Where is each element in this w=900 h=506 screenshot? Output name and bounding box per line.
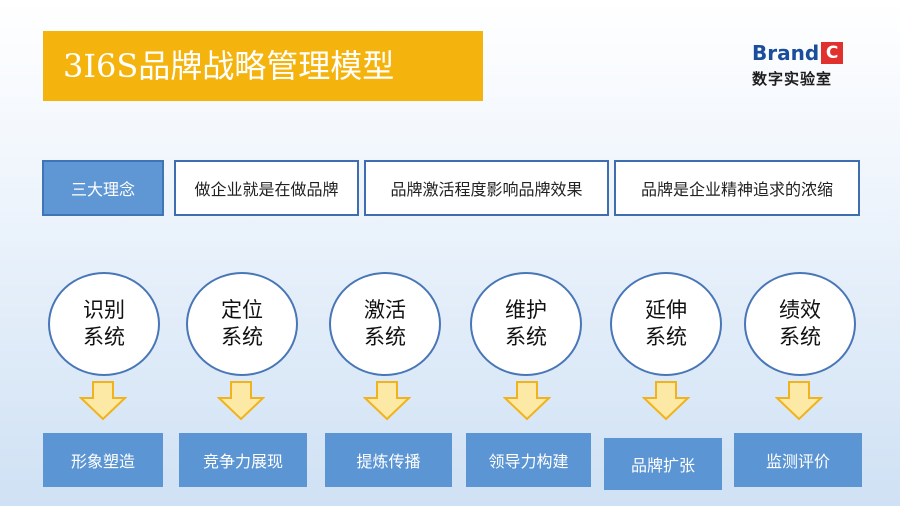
brand-logo: Brand C 数字实验室 <box>752 40 860 90</box>
system-positioning-circle: 定位系统 <box>186 272 298 376</box>
outcome-image-shaping: 形象塑造 <box>43 433 163 487</box>
system-label: 系统 <box>221 325 263 349</box>
concepts-label: 三大理念 <box>42 160 164 216</box>
system-label: 识别 <box>83 298 125 322</box>
system-extension-circle: 延伸系统 <box>610 272 722 376</box>
logo-letter: C <box>821 42 844 64</box>
system-maintenance-circle: 维护系统 <box>470 272 582 376</box>
down-arrow-icon <box>503 381 551 421</box>
system-label: 定位 <box>221 298 263 322</box>
concept-1: 做企业就是在做品牌 <box>174 160 359 216</box>
system-activation-circle: 激活系统 <box>329 272 441 376</box>
concept-3: 品牌是企业精神追求的浓缩 <box>614 160 860 216</box>
system-label: 绩效 <box>779 298 821 322</box>
system-label: 系统 <box>505 325 547 349</box>
outcome-competitiveness: 竞争力展现 <box>179 433 307 487</box>
page-title: 3I6S品牌战略管理模型 <box>43 31 483 101</box>
down-arrow-icon <box>363 381 411 421</box>
outcome-brand-expansion: 品牌扩张 <box>604 438 722 490</box>
system-label: 维护 <box>505 298 547 322</box>
system-label: 激活 <box>364 298 406 322</box>
system-performance-circle: 绩效系统 <box>744 272 856 376</box>
down-arrow-icon <box>79 381 127 421</box>
logo-subtitle: 数字实验室 <box>752 70 833 88</box>
system-label: 系统 <box>364 325 406 349</box>
outcome-monitoring: 监测评价 <box>734 433 862 487</box>
down-arrow-icon <box>217 381 265 421</box>
logo-word: Brand <box>752 41 820 65</box>
system-label: 系统 <box>645 325 687 349</box>
concept-2: 品牌激活程度影响品牌效果 <box>364 160 609 216</box>
system-label: 系统 <box>83 325 125 349</box>
outcome-leadership: 领导力构建 <box>466 433 591 487</box>
down-arrow-icon <box>642 381 690 421</box>
outcome-communication: 提炼传播 <box>325 433 452 487</box>
system-label: 系统 <box>779 325 821 349</box>
down-arrow-icon <box>775 381 823 421</box>
system-label: 延伸 <box>645 298 687 322</box>
system-identity-circle: 识别系统 <box>48 272 160 376</box>
